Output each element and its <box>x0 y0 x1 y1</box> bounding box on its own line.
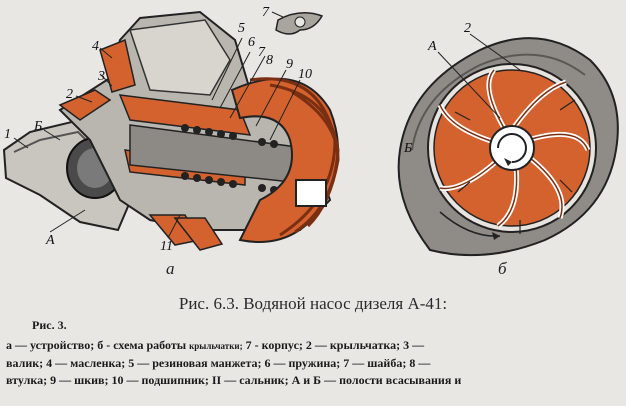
pump-illustration: 1 Б 2 3 4 5 6 7 8 9 10 А 11 7 а <box>2 5 619 278</box>
label-7: 7 <box>258 45 266 60</box>
label-6: 6 <box>248 35 255 50</box>
label-A-right: А <box>427 39 437 54</box>
subfigure-a-label: а <box>166 259 175 278</box>
impeller-diagram <box>397 37 619 257</box>
label-8: 8 <box>266 53 273 68</box>
label-1: 1 <box>4 127 11 142</box>
label-B: Б <box>33 119 42 134</box>
label-10: 10 <box>298 67 312 82</box>
figure-caption: Рис. 6.3. Водяной насос дизеля А-41: <box>178 294 448 313</box>
label-washer-7: 7 <box>262 5 270 20</box>
pump-figure: 1 Б 2 3 4 5 6 7 8 9 10 А 11 7 а <box>2 5 619 278</box>
legend-line-1b: крыльчатки; <box>189 341 243 351</box>
pump-cutaway <box>2 10 340 251</box>
legend-line-1: а — устройство; б - схема работы крыльча… <box>6 337 622 355</box>
legend-title: Рис. 3. <box>32 318 67 332</box>
label-4: 4 <box>92 39 99 54</box>
legend: Рис. 3. а — устройство; б - схема работы… <box>6 318 622 389</box>
washer-illustration <box>271 11 324 35</box>
legend-line-2: валик; 4 — масленка; 5 — резиновая манже… <box>6 356 431 370</box>
label-2-right: 2 <box>464 21 471 36</box>
label-A-left: А <box>45 233 55 248</box>
subfigure-b-label: б <box>498 259 507 278</box>
label-5: 5 <box>238 21 245 36</box>
label-3: 3 <box>97 69 105 84</box>
label-2: 2 <box>66 87 73 102</box>
legend-line-3: втулка; 9 — шкив; 10 — подшипник; II — с… <box>6 373 462 387</box>
label-9: 9 <box>286 57 293 72</box>
label-11: 11 <box>160 239 173 254</box>
label-B-right: Б <box>403 141 412 156</box>
legend-line-1a: а — устройство; б - схема работы <box>6 338 187 352</box>
legend-line-1c: 7 - корпус; 2 — крыльчатка; 3 — <box>245 338 425 352</box>
